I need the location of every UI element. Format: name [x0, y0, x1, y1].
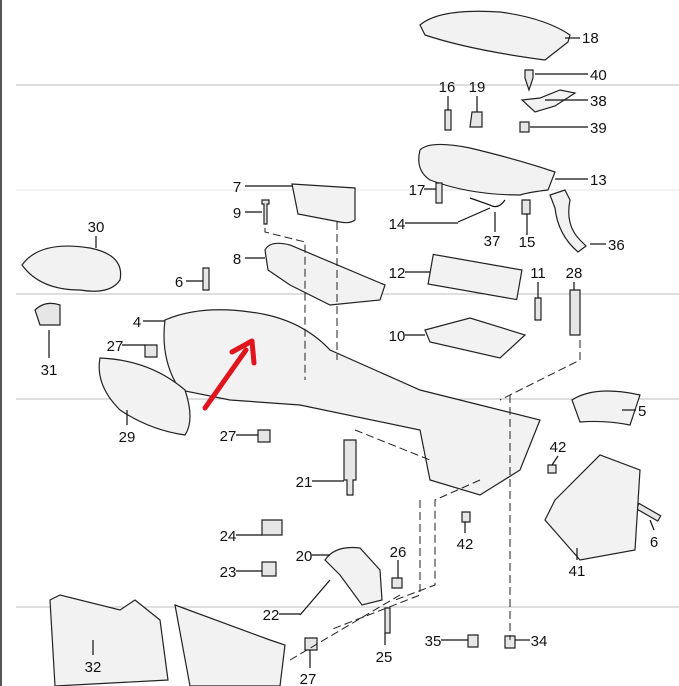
bracket-38: [520, 89, 577, 113]
parts: [21, 10, 662, 686]
callout-15: 15: [519, 234, 536, 251]
callout-9: 9: [233, 205, 241, 222]
leader-line: [551, 455, 559, 466]
spring-37: [469, 197, 506, 208]
screw-25: [384, 607, 391, 634]
callout-20: 20: [296, 548, 313, 565]
callout-42: 42: [550, 439, 567, 456]
callout-27: 27: [220, 428, 237, 445]
stud-16: [444, 109, 452, 131]
callout-39: 39: [590, 120, 607, 137]
callout-27: 27: [107, 338, 124, 355]
callout-31: 31: [41, 362, 58, 379]
callout-6: 6: [650, 534, 658, 551]
callout-41: 41: [569, 563, 586, 580]
panel-33: [174, 604, 286, 686]
clip-27b: [257, 429, 271, 443]
lid-5: [571, 390, 641, 426]
callout-16: 16: [439, 79, 456, 96]
clip-35: [467, 634, 479, 648]
callout-42: 42: [457, 536, 474, 553]
rear-tray-41: [544, 454, 641, 561]
callout-labels: 18 40 16 19 38 39 13 7 17 9 14 37 15 36 30 8 12 11 28 6 4 10 2…: [41, 30, 659, 686]
nut-39: [519, 121, 530, 133]
clip-23: [261, 561, 277, 577]
armrest-lid-18: [419, 10, 571, 61]
callout-28: 28: [566, 265, 583, 282]
callout-14: 14: [389, 216, 406, 233]
hinge-19: [469, 111, 483, 128]
leader-line: [649, 519, 655, 531]
screw-9: [261, 199, 270, 225]
callout-8: 8: [233, 251, 241, 268]
screw-6b: [635, 502, 662, 522]
callout-23: 23: [220, 564, 237, 581]
callout-30: 30: [88, 219, 105, 236]
screw-6a: [202, 267, 210, 291]
screw-11: [534, 297, 542, 321]
clip-27a: [144, 344, 158, 358]
callout-12: 12: [389, 265, 406, 282]
panel-32: [49, 594, 169, 686]
lock-21: [343, 439, 357, 496]
clip-26: [391, 577, 403, 589]
callout-24: 24: [220, 528, 237, 545]
callout-38: 38: [590, 93, 607, 110]
screw-17: [435, 182, 443, 204]
callout-36: 36: [608, 237, 625, 254]
callout-22: 22: [263, 607, 280, 624]
spring-28: [569, 289, 581, 336]
callout-21: 21: [296, 474, 313, 491]
callout-32: 32: [85, 659, 102, 676]
red-arrow-annotation: [202, 338, 257, 411]
latch-15: [521, 199, 531, 215]
clip-22: [299, 579, 331, 616]
pin-14: [457, 207, 491, 223]
cover-30: [21, 245, 122, 292]
nut-42a: [547, 464, 557, 474]
callout-4: 4: [133, 314, 141, 331]
clip-27c: [304, 637, 318, 651]
callout-11: 11: [530, 265, 546, 282]
mat-12: [427, 253, 523, 301]
ashtray-7: [291, 183, 356, 224]
nut-42b: [461, 511, 471, 523]
side-panel-29: [98, 357, 191, 436]
callout-25: 25: [376, 649, 393, 666]
console-body-4: [163, 309, 541, 496]
callout-27: 27: [300, 671, 317, 686]
callout-5: 5: [638, 403, 646, 420]
callout-10: 10: [389, 328, 406, 345]
callout-34: 34: [531, 633, 548, 650]
switch-24: [261, 519, 283, 536]
callout-19: 19: [469, 79, 486, 96]
cupholder-8: [264, 242, 386, 306]
callout-37: 37: [484, 233, 501, 250]
bolt-31: [34, 302, 61, 326]
callout-40: 40: [590, 67, 607, 84]
callout-7: 7: [233, 179, 241, 196]
callout-26: 26: [390, 544, 407, 561]
callout-18: 18: [582, 30, 599, 47]
callout-13: 13: [590, 172, 607, 189]
callout-6: 6: [175, 274, 183, 291]
screw-40: [524, 69, 534, 92]
bracket-20: [324, 546, 383, 606]
clip-34: [504, 635, 516, 649]
strap-36: [549, 189, 587, 253]
grille-10: [424, 317, 527, 359]
callout-17: 17: [409, 182, 426, 199]
lid-frame-13: [418, 143, 556, 196]
assembly-dashed-lines: [264, 222, 581, 661]
callout-35: 35: [425, 633, 442, 650]
callout-29: 29: [119, 429, 136, 446]
